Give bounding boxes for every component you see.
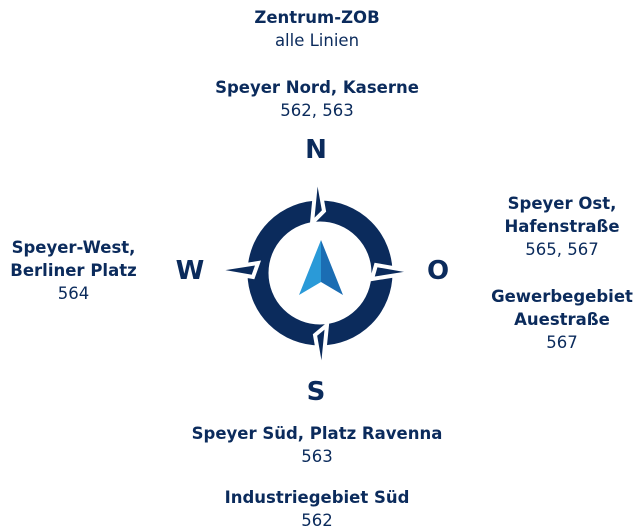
destination-zentrum-zob: Zentrum-ZOB alle Linien xyxy=(217,6,417,52)
destination-speyer-sued: Speyer Süd, Platz Ravenna 563 xyxy=(167,422,467,468)
destination-industriegebiet-sued: Industriegebiet Süd 562 xyxy=(167,486,467,528)
destination-speyer-west: Speyer-West, Berliner Platz 564 xyxy=(0,236,147,305)
destination-name-line-2: Auestraße xyxy=(514,310,610,329)
destination-lines: 564 xyxy=(57,284,90,303)
destination-name: Speyer Süd, Platz Ravenna xyxy=(191,424,443,443)
destination-name: Industriegebiet Süd xyxy=(224,488,410,507)
destination-gewerbegebiet-auestrasse: Gewerbegebiet Auestraße 567 xyxy=(487,285,634,354)
destination-speyer-ost: Speyer Ost, Hafenstraße 565, 567 xyxy=(487,192,634,261)
destination-lines: 567 xyxy=(546,333,578,352)
cardinal-south: S xyxy=(306,377,326,407)
destination-lines: alle Linien xyxy=(274,31,360,50)
destination-lines: 565, 567 xyxy=(525,240,599,259)
destination-lines: 563 xyxy=(301,447,333,466)
destination-name-line-1: Speyer Ost, xyxy=(507,194,617,213)
west-spike xyxy=(212,260,262,280)
destination-name-line-1: Gewerbegebiet xyxy=(491,287,633,306)
compass-arrow xyxy=(299,240,343,295)
destination-name: Zentrum-ZOB xyxy=(254,8,380,27)
compass-icon xyxy=(212,171,417,376)
cardinal-west: W xyxy=(175,256,205,286)
destination-lines: 562, 563 xyxy=(280,101,354,120)
destination-name-line-2: Berliner Platz xyxy=(10,261,137,280)
destination-name: Speyer Nord, Kaserne xyxy=(215,78,419,97)
destination-name-line-2: Hafenstraße xyxy=(504,217,620,236)
destination-name-line-1: Speyer-West, xyxy=(11,238,136,257)
east-spike xyxy=(369,262,417,282)
cardinal-east: O xyxy=(426,256,450,286)
north-spike xyxy=(309,171,327,229)
cardinal-north: N xyxy=(305,135,327,165)
compass-spikes xyxy=(212,171,417,376)
destination-lines: 562 xyxy=(301,511,333,528)
south-spike xyxy=(312,320,330,376)
destination-speyer-nord: Speyer Nord, Kaserne 562, 563 xyxy=(167,76,467,122)
